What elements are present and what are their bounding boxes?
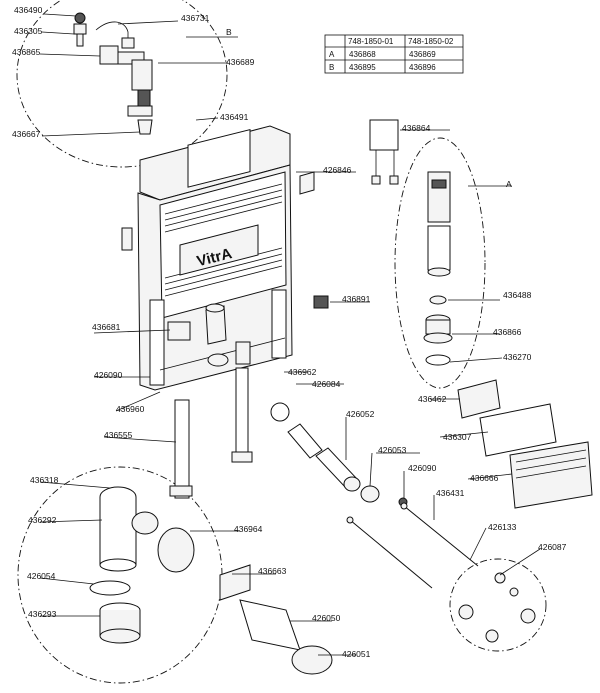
callout-436866: 436866 <box>493 327 522 337</box>
table-header-2: 748-1850-02 <box>408 37 454 46</box>
callout-426051: 426051 <box>342 649 371 659</box>
support-legs <box>169 367 253 499</box>
callout-436305: 436305 <box>14 26 43 36</box>
callout-426050: 426050 <box>312 613 341 623</box>
table-header-1: 748-1850-01 <box>348 37 394 46</box>
callout-436491: 436491 <box>220 112 249 122</box>
callout-436431: 436431 <box>436 488 465 498</box>
reference-table: 748-1850-01 748-1850-02 A 436868 436869 … <box>324 34 464 74</box>
callout-436462: 436462 <box>418 394 447 404</box>
callout-426846: 426846 <box>323 165 352 175</box>
threaded-rods <box>346 502 479 589</box>
callout-436962: 436962 <box>288 367 317 377</box>
table-row-a-col1: 436868 <box>349 50 376 59</box>
callout-436731: 436731 <box>181 13 210 23</box>
connection-pipes <box>270 402 408 507</box>
callout-426133: 426133 <box>488 522 517 532</box>
callout-426084: 426084 <box>312 379 341 389</box>
callout-436865: 436865 <box>12 47 41 57</box>
part-436462 <box>457 379 501 419</box>
table-row-a-col2: 436869 <box>409 50 436 59</box>
installation-frame: VitrA <box>121 125 293 391</box>
callout-426052: 426052 <box>346 409 375 419</box>
callout-a: A <box>506 179 512 189</box>
callout-436292: 436292 <box>28 515 57 525</box>
callout-436681: 436681 <box>92 322 121 332</box>
actuator-carrier <box>369 119 399 185</box>
callout-436689: 436689 <box>226 57 255 67</box>
mounting-plate-436307 <box>479 403 557 457</box>
callout-426090-a: 426090 <box>94 370 123 380</box>
flush-valve-parts <box>423 171 453 366</box>
drain-parts <box>89 486 333 675</box>
table-row-b-key: B <box>329 63 334 72</box>
table-row-a-key: A <box>329 50 335 59</box>
callout-426053: 426053 <box>378 445 407 455</box>
detail-circle-b <box>16 0 228 168</box>
clip-426846 <box>299 171 315 195</box>
leader-lines <box>39 13 541 656</box>
callout-426087: 426087 <box>538 542 567 552</box>
callout-426090-b: 426090 <box>408 463 437 473</box>
callout-436490: 436490 <box>14 5 43 15</box>
detail-circle-a <box>394 137 486 389</box>
table-row-b-col1: 436895 <box>349 63 376 72</box>
callout-436891: 436891 <box>342 294 371 304</box>
table-row-b-col2: 436896 <box>409 63 436 72</box>
fixing-screws <box>458 572 536 643</box>
callout-436864: 436864 <box>402 123 431 133</box>
callout-436663: 436663 <box>258 566 287 576</box>
callout-436964: 436964 <box>234 524 263 534</box>
callout-436307: 436307 <box>443 432 472 442</box>
callout-436960: 436960 <box>116 404 145 414</box>
callouts: 436490 436305 436865 436731 B 436689 436… <box>12 5 567 659</box>
callout-b: B <box>226 27 232 37</box>
callout-436555: 436555 <box>104 430 133 440</box>
callout-436318: 436318 <box>30 475 59 485</box>
callout-436270: 436270 <box>503 352 532 362</box>
callout-436667: 436667 <box>12 129 41 139</box>
callout-436488: 436488 <box>503 290 532 300</box>
flush-button-436666 <box>509 441 593 509</box>
callout-436666: 436666 <box>470 473 499 483</box>
part-436891 <box>313 295 329 309</box>
detail-circle-screws <box>449 558 547 652</box>
callout-426054: 426054 <box>27 571 56 581</box>
callout-436293: 436293 <box>28 609 57 619</box>
fill-valve-parts <box>73 12 153 135</box>
